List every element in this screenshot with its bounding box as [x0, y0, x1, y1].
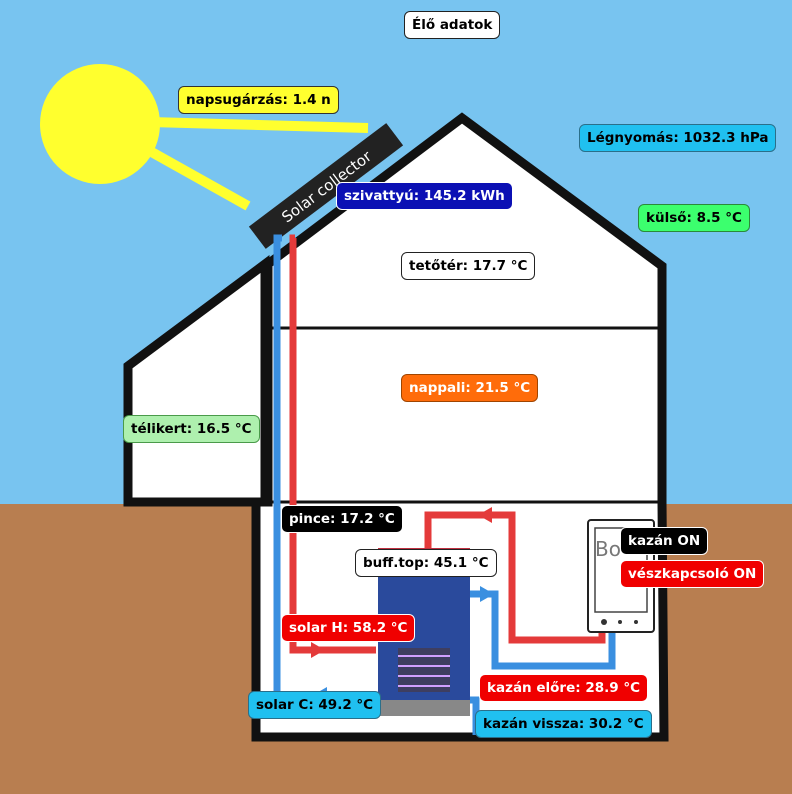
living-room-temp-label: nappali: 21.5 °C: [401, 374, 539, 402]
attic-temp-label: tetőtér: 17.7 °C: [401, 252, 536, 280]
solar-cold-temp-label: solar C: 49.2 °C: [248, 691, 382, 719]
outside-temp-label: külső: 8.5 °C: [638, 204, 750, 232]
air-pressure-label: Légnyomás: 1032.3 hPa: [579, 124, 777, 152]
sun-icon: [40, 64, 160, 184]
greenhouse-temp-label: télikert: 16.5 °C: [123, 415, 260, 443]
sun-ray: [145, 145, 251, 211]
sun-ray: [149, 117, 369, 133]
arrow-icon: [311, 642, 325, 658]
solar-hot-pipe: [289, 234, 376, 654]
solar-radiation-label: napsugárzás: 1.4 n: [178, 86, 339, 114]
emergency-switch-label: vészkapcsoló ON: [620, 560, 765, 588]
arrow-icon: [480, 586, 494, 602]
buffer-top-temp-label: buff.top: 45.1 °C: [355, 549, 497, 577]
arrow-icon: [478, 507, 492, 523]
boiler-return-temp-label: kazán vissza: 30.2 °C: [475, 710, 652, 738]
page-title: Élő adatok: [404, 11, 501, 39]
boiler-status-label: kazán ON: [620, 527, 709, 555]
svg-text:Bo: Bo: [595, 537, 621, 561]
pump-energy-label: szivattyú: 145.2 kWh: [336, 182, 513, 210]
basement-temp-label: pince: 17.2 °C: [281, 505, 403, 533]
solar-hot-temp-label: solar H: 58.2 °C: [281, 614, 416, 642]
boiler-flow-temp-label: kazán előre: 28.9 °C: [479, 674, 649, 702]
